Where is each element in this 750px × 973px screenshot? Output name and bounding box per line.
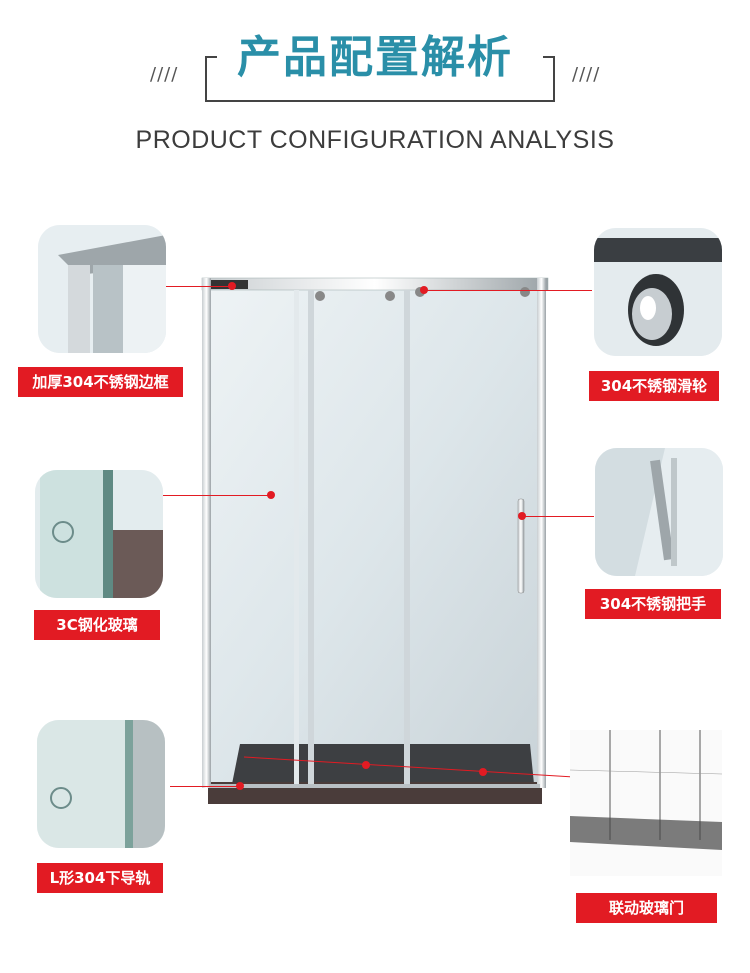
pointer-dot-linked-1 [362,761,370,769]
pointer-dot-linked-2 [479,768,487,776]
pointer-dot-roller [420,286,428,294]
connector-rail [170,786,240,787]
frame-thumbnail [38,225,166,353]
linked-door-label: 联动玻璃门 [576,893,717,923]
handle-label: 304不锈钢把手 [585,589,721,619]
right-decoration: //// [572,64,601,85]
connector-glass [163,495,271,496]
connector-handle [522,516,594,517]
connector-roller [424,290,592,291]
pointer-dot-rail [236,782,244,790]
connector-frame [166,286,232,287]
shower-door-image [200,264,550,824]
frame-label: 加厚304不锈钢边框 [18,367,183,397]
connector-linked-door [243,755,575,785]
title-bracket-right [543,56,555,102]
linked-door-thumbnail [569,730,723,876]
glass-thumbnail [35,470,163,598]
page-subtitle: PRODUCT CONFIGURATION ANALYSIS [135,126,615,154]
left-decoration: //// [150,64,179,85]
rail-label: L形304下导轨 [37,863,163,893]
title-underline [205,100,555,102]
pointer-dot-glass [267,491,275,499]
roller-label: 304不锈钢滑轮 [589,371,719,401]
pointer-dot-handle [518,512,526,520]
pointer-dot-frame [228,282,236,290]
glass-label: 3C钢化玻璃 [34,610,160,640]
roller-thumbnail [594,228,722,356]
rail-thumbnail [37,720,165,848]
title-bracket-left [205,56,217,102]
page-title: 产品配置解析 [237,32,513,83]
handle-thumbnail [595,448,723,576]
